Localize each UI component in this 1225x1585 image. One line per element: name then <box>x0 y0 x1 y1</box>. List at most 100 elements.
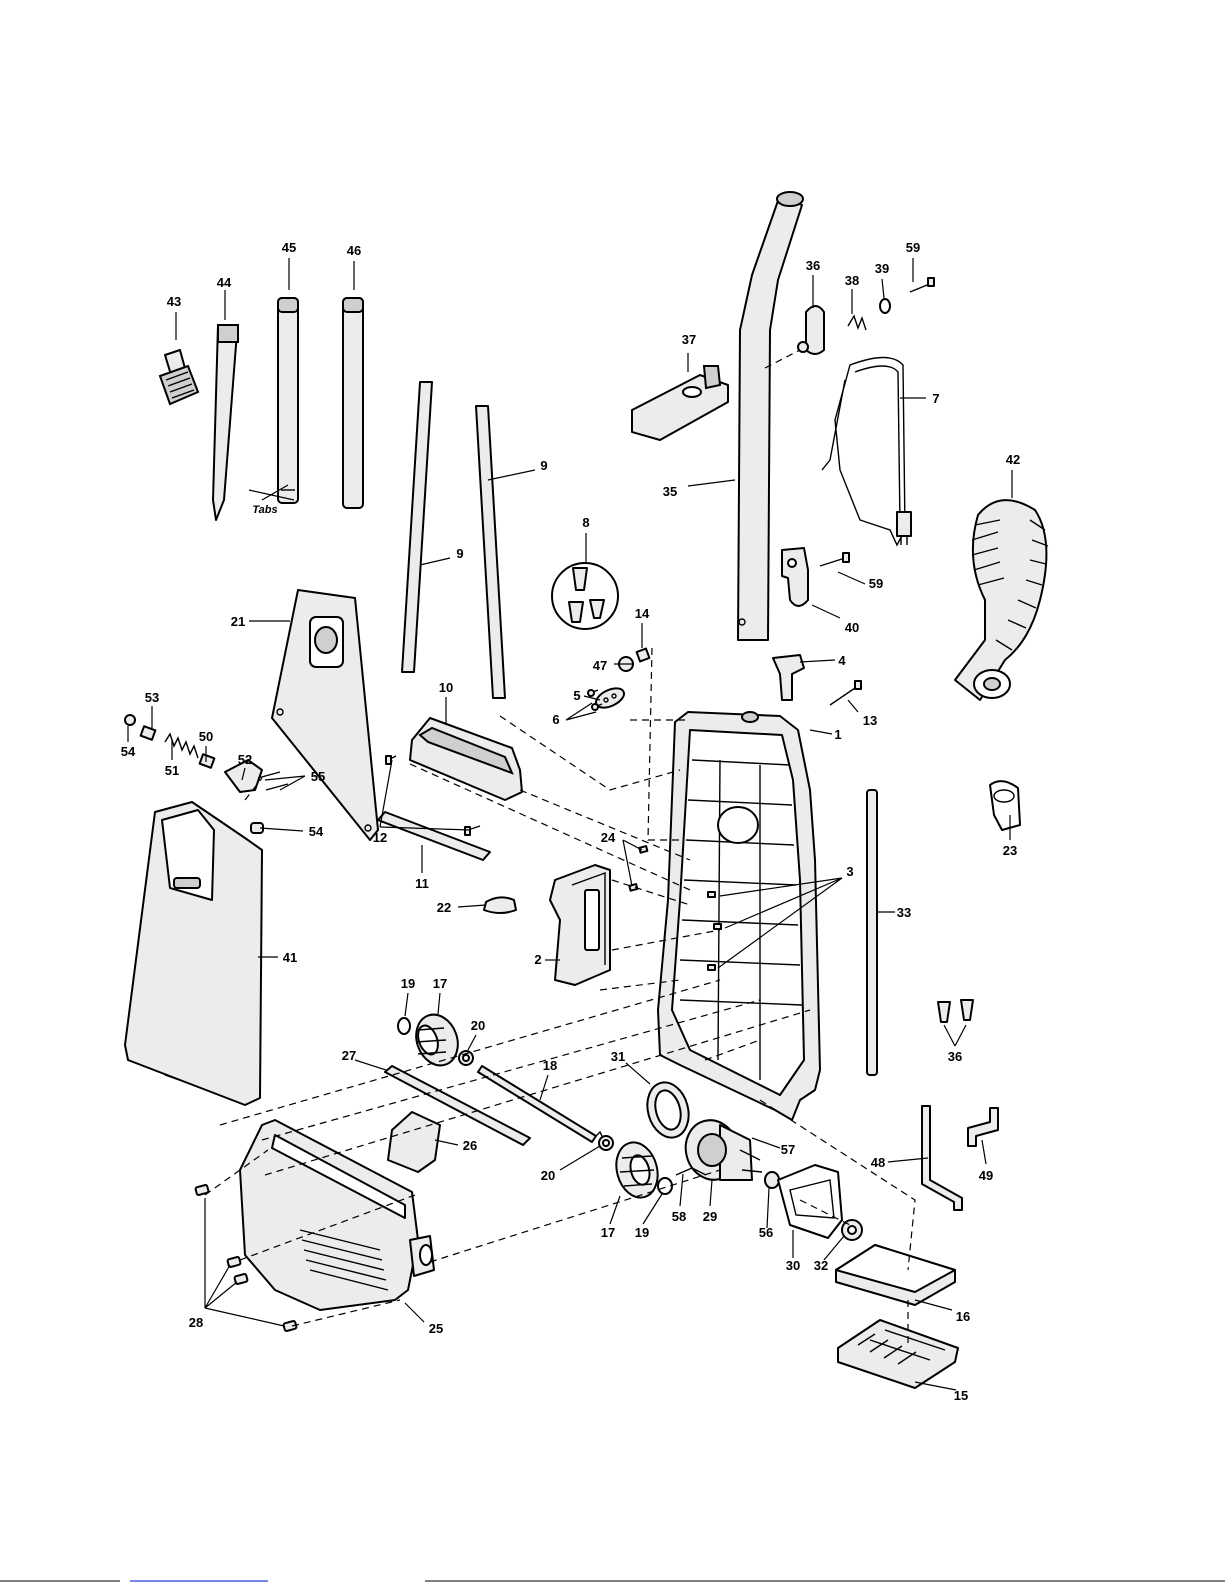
cap-54a <box>125 715 135 725</box>
callout-15: 15 <box>954 1388 968 1403</box>
callout-36b: 36 <box>948 1049 962 1064</box>
callout-9a: 9 <box>456 546 463 561</box>
upholstery-brush-43 <box>160 350 198 404</box>
callout-45: 45 <box>282 240 296 255</box>
fan-ring-31 <box>641 1078 694 1142</box>
pre-motor-filter-16 <box>836 1245 955 1305</box>
callout-35: 35 <box>663 484 677 499</box>
cord-clip-40 <box>782 548 808 606</box>
callout-36a: 36 <box>806 258 820 273</box>
callout-53: 53 <box>145 690 159 705</box>
callout-14: 14 <box>635 606 650 621</box>
callout-2: 2 <box>534 952 541 967</box>
screw-59b <box>820 553 849 566</box>
callout-28: 28 <box>189 1315 203 1330</box>
callout-44: 44 <box>217 275 232 290</box>
cord-holder-2 <box>550 865 610 985</box>
callout-50: 50 <box>199 729 213 744</box>
callout-24: 24 <box>601 830 616 845</box>
callout-58: 58 <box>672 1209 686 1224</box>
callout-20b: 20 <box>541 1168 555 1183</box>
paper-bag-21 <box>272 590 378 840</box>
callout-20a: 20 <box>471 1018 485 1033</box>
callout-8: 8 <box>582 515 589 530</box>
callout-59b: 59 <box>869 576 883 591</box>
callout-57: 57 <box>781 1142 795 1157</box>
callout-19a: 19 <box>401 976 415 991</box>
callout-22: 22 <box>437 900 451 915</box>
callout-42: 42 <box>1006 452 1020 467</box>
callout-32: 32 <box>814 1258 828 1273</box>
callout-56: 56 <box>759 1225 773 1240</box>
callout-26: 26 <box>463 1138 477 1153</box>
callout-39: 39 <box>875 261 889 276</box>
callout-59a: 59 <box>906 240 920 255</box>
crevice-tool-44 <box>213 325 238 520</box>
hose-clip-23 <box>990 781 1020 830</box>
callout-33: 33 <box>897 905 911 920</box>
screws-55 <box>258 772 288 790</box>
outer-bag-41 <box>125 802 262 1105</box>
callout-46: 46 <box>347 243 361 258</box>
bearing-56 <box>765 1172 779 1188</box>
wire-nuts-group-8 <box>552 563 618 629</box>
callout-21: 21 <box>231 614 245 629</box>
callout-17b: 17 <box>601 1225 615 1240</box>
washer-39 <box>880 299 890 313</box>
spring-51 <box>165 734 198 758</box>
callout-49: 49 <box>979 1168 993 1183</box>
callout-52: 52 <box>238 752 252 767</box>
motor-29 <box>679 1114 762 1185</box>
tabs-annotation: Tabs <box>252 504 277 516</box>
wand-45 <box>278 298 298 503</box>
axle-bolt-13 <box>830 681 861 705</box>
callout-30: 30 <box>786 1258 800 1273</box>
pin-53 <box>141 726 156 740</box>
callout-38: 38 <box>845 273 859 288</box>
callout-10: 10 <box>439 680 453 695</box>
bumper-strip-33 <box>867 790 877 1075</box>
cord-hook-36 <box>798 306 824 354</box>
callout-5: 5 <box>573 688 580 703</box>
filter-grill-15 <box>838 1320 958 1388</box>
callout-54b: 54 <box>309 824 324 839</box>
fan-cover-30 <box>778 1165 842 1238</box>
callout-16: 16 <box>956 1309 970 1324</box>
power-cord-7 <box>822 358 911 546</box>
callout-54a: 54 <box>121 744 136 759</box>
filter-cover-26 <box>388 1112 440 1172</box>
callout-43: 43 <box>167 294 181 309</box>
callout-4: 4 <box>838 653 846 668</box>
callout-11: 11 <box>415 876 429 891</box>
clamp-22 <box>484 897 516 913</box>
callout-29: 29 <box>703 1209 717 1224</box>
callout-37: 37 <box>682 332 696 347</box>
cord-guide-49 <box>968 1108 998 1146</box>
callout-41: 41 <box>283 950 297 965</box>
callout-31: 31 <box>611 1049 625 1064</box>
wire-nuts-36b <box>938 1000 973 1022</box>
hose-42 <box>955 500 1048 700</box>
callout-18: 18 <box>543 1058 557 1073</box>
callout-17a: 17 <box>433 976 447 991</box>
handle-grip-37 <box>632 366 728 440</box>
spring-38 <box>848 316 866 330</box>
roller-17a <box>409 1009 464 1072</box>
retainer-11 <box>378 812 490 860</box>
ring-19b <box>658 1178 672 1194</box>
bag-holder-10 <box>410 718 522 800</box>
switch-4 <box>773 655 804 700</box>
ring-19a <box>398 1018 410 1034</box>
callout-6: 6 <box>552 712 559 727</box>
callout-1: 1 <box>834 727 841 742</box>
collar-50 <box>200 754 215 768</box>
callout-27: 27 <box>342 1048 356 1063</box>
callout-25: 25 <box>429 1321 443 1336</box>
callout-7: 7 <box>932 391 939 406</box>
callout-40: 40 <box>845 620 859 635</box>
callout-19b: 19 <box>635 1225 649 1240</box>
callout-23: 23 <box>1003 843 1017 858</box>
callout-12: 12 <box>373 830 387 845</box>
wand-46 <box>343 298 363 508</box>
